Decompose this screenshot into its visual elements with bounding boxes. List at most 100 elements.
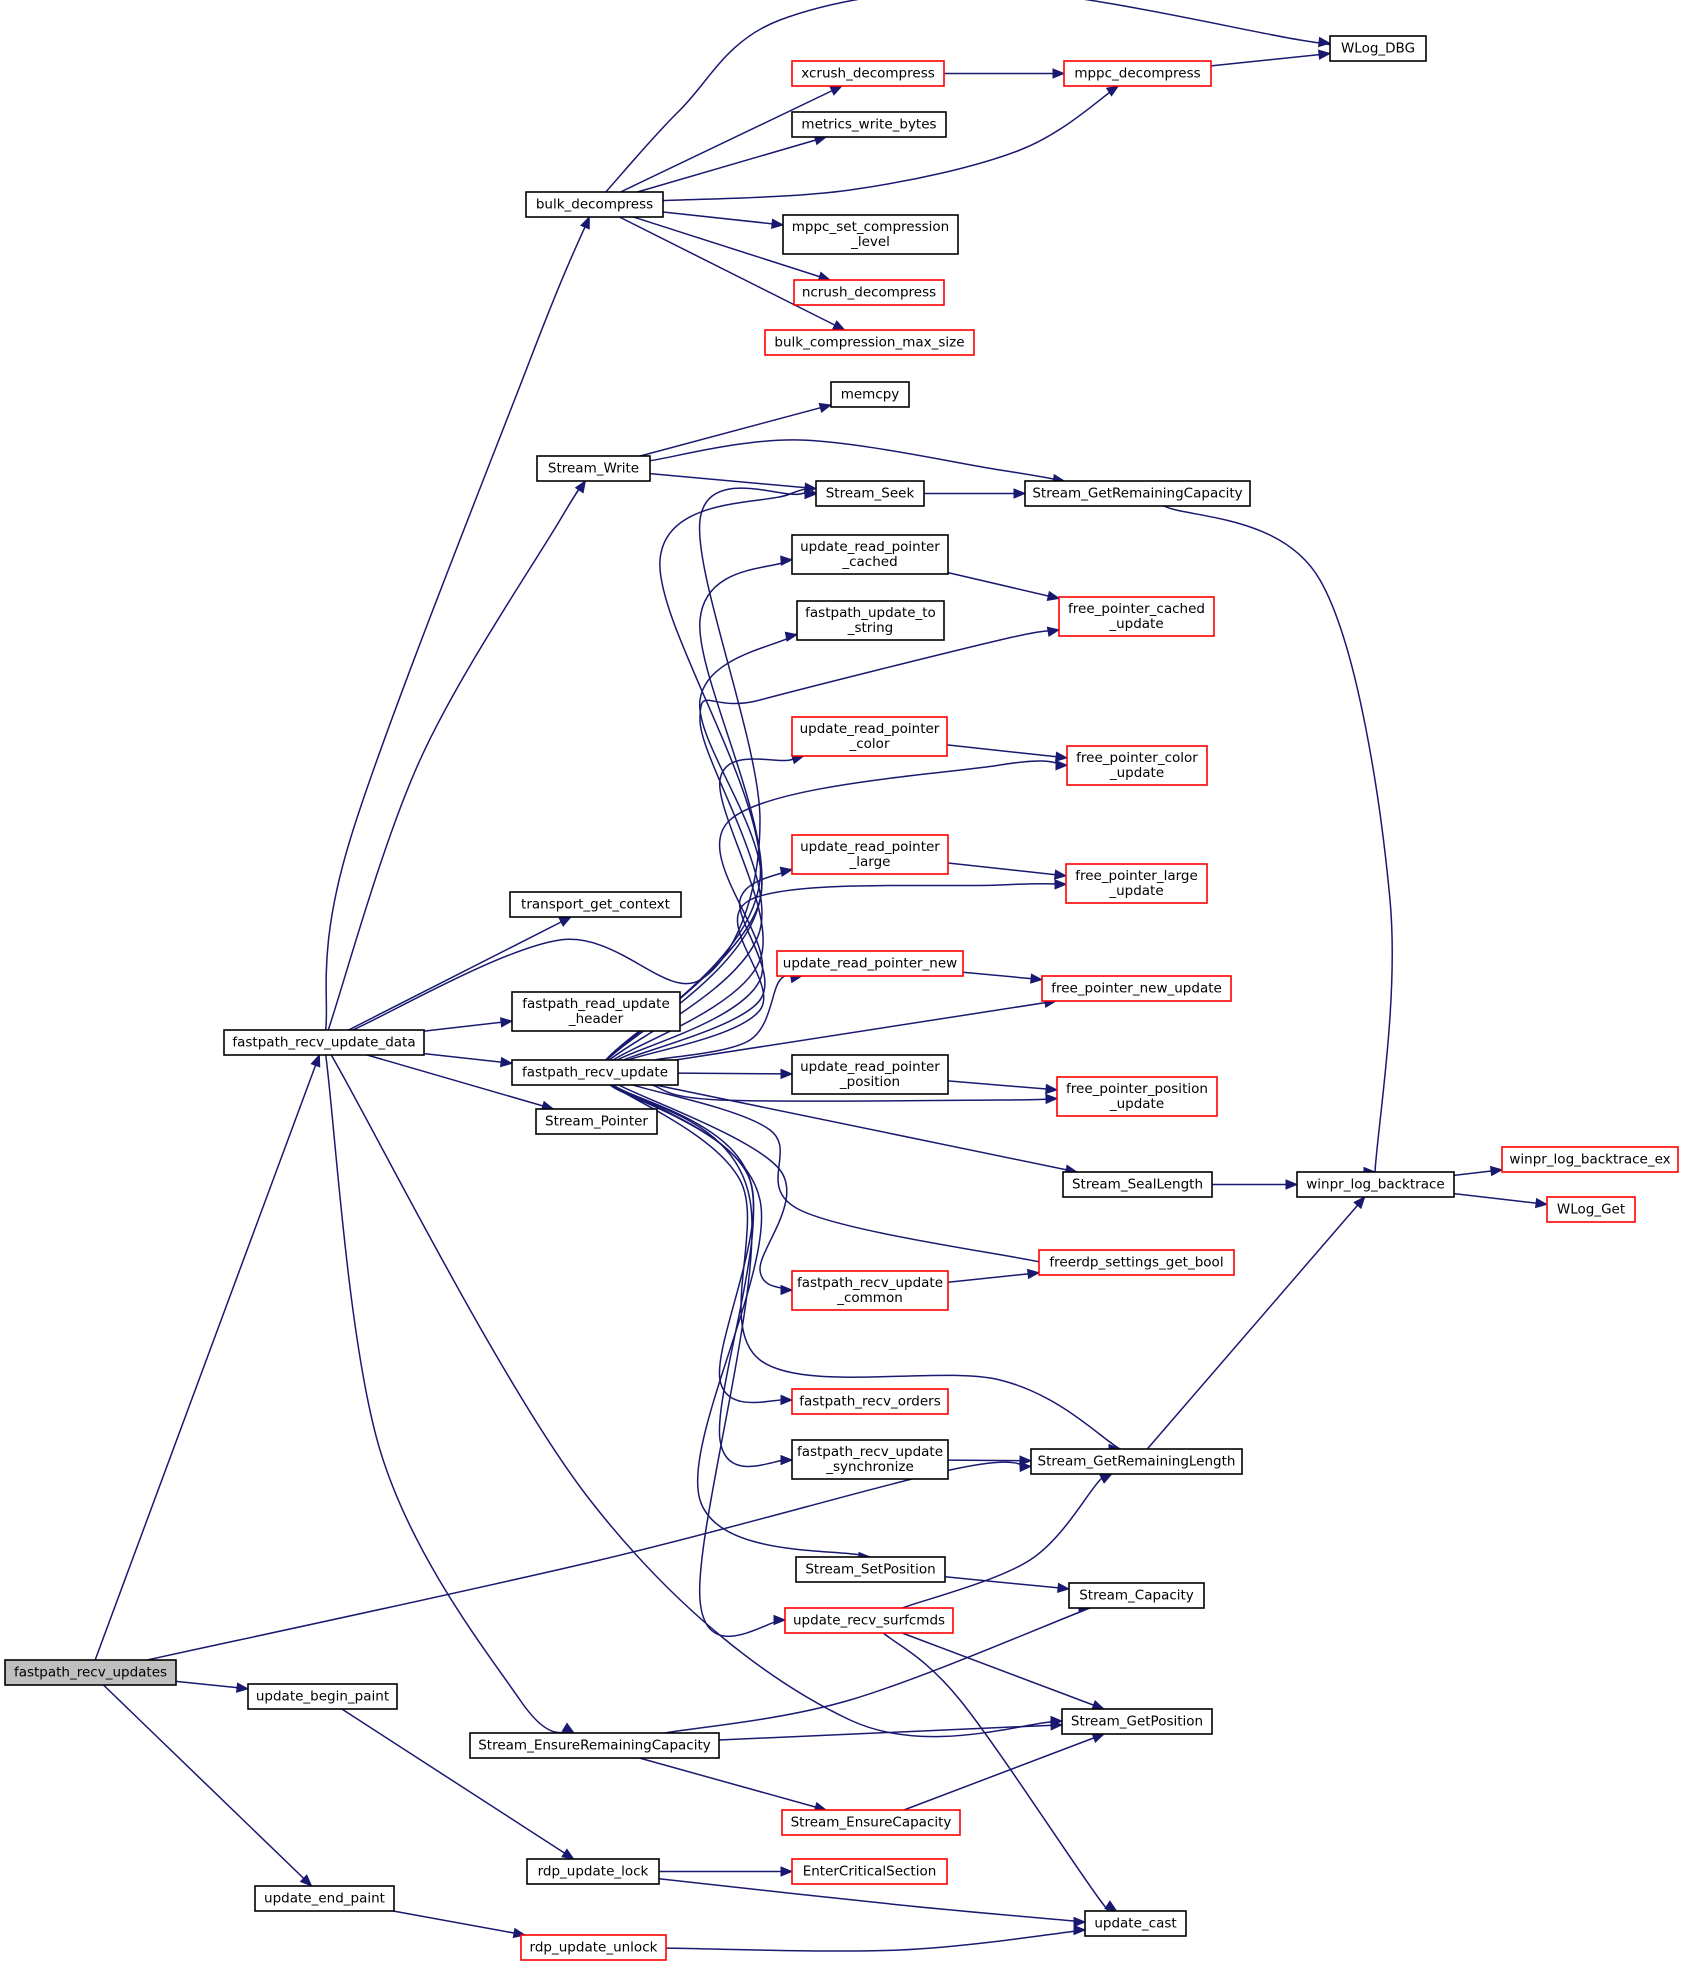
edge-line [947, 862, 1067, 877]
node-label: Stream_EnsureRemainingCapacity [478, 1738, 711, 1754]
node-stream-getremainingcapacity[interactable]: Stream_GetRemainingCapacity [1024, 480, 1251, 507]
edge-sseek-to-sgrc [924, 488, 1027, 499]
node-fastpath-recv-update[interactable]: fastpath_recv_update [511, 1059, 679, 1086]
arrowhead [1050, 1720, 1064, 1731]
node-box [795, 1556, 946, 1583]
node-fastpath-recv-updates[interactable]: fastpath_recv_updates [4, 1659, 177, 1686]
node-winpr-log-backtrace[interactable]: winpr_log_backtrace [1296, 1171, 1455, 1198]
edge-line [608, 629, 1060, 1061]
node-box [791, 1858, 948, 1885]
edge-line [662, 211, 784, 226]
node-stream-write[interactable]: Stream_Write [536, 455, 651, 482]
node-free-pointer-large-update[interactable]: free_pointer_large_update [1065, 863, 1208, 904]
node-label: free_pointer_position [1066, 1081, 1208, 1097]
edge-line [633, 216, 831, 281]
node-update-cast[interactable]: update_cast [1084, 1910, 1187, 1937]
node-rdp-update-unlock[interactable]: rdp_update_unlock [520, 1934, 667, 1961]
node-metrics-write-bytes[interactable]: metrics_write_bytes [791, 111, 947, 138]
arrowhead [1013, 488, 1027, 499]
node-label: mppc_decompress [1074, 66, 1200, 82]
node-label: update_read_pointer [800, 539, 940, 555]
edge-swrite-to-sgrc [649, 439, 1066, 485]
node-stream-capacity[interactable]: Stream_Capacity [1068, 1582, 1205, 1609]
node-label: Stream_SetPosition [805, 1562, 935, 1578]
node-box [776, 950, 964, 977]
node-stream-getposition[interactable]: Stream_GetPosition [1061, 1708, 1213, 1735]
edge-sec-to-sgp [903, 1733, 1106, 1811]
edge-fru-to-urpp [677, 1068, 794, 1080]
arrowhead [1054, 869, 1068, 880]
node-stream-ensureremainingcapacity[interactable]: Stream_EnsureRemainingCapacity [469, 1732, 720, 1759]
arrowhead [829, 85, 844, 96]
edge-serc-to-sec [639, 1757, 828, 1812]
edge-line [662, 85, 1119, 202]
node-rdp-update-lock[interactable]: rdp_update_lock [526, 1858, 660, 1885]
node-xcrush-decompress[interactable]: xcrush_decompress [791, 60, 945, 87]
node-mppc-set-compression-level[interactable]: mppc_set_compression_level [782, 214, 959, 255]
node-stream-seallength[interactable]: Stream_SealLength [1062, 1171, 1213, 1198]
edge-swrite-to-memcpy [640, 402, 833, 457]
edge-root-to-frud [94, 1053, 321, 1661]
node-free-pointer-cached-update[interactable]: free_pointer_cached_update [1058, 596, 1215, 637]
node-mppc-decompress[interactable]: mppc_decompress [1063, 60, 1212, 87]
edge-frud-to-fru [423, 1052, 514, 1068]
node-bulk-compression-max-size[interactable]: bulk_compression_max_size [764, 329, 975, 356]
node-label: rdp_update_unlock [530, 1940, 658, 1956]
edge-line [639, 1757, 827, 1811]
node-update-read-pointer-new[interactable]: update_read_pointer_new [776, 950, 964, 977]
node-fastpath-read-update-header[interactable]: fastpath_read_update_header [511, 991, 681, 1032]
node-stream-getremaininglength[interactable]: Stream_GetRemainingLength [1030, 1448, 1243, 1475]
node-entercriticalsection[interactable]: EnterCriticalSection [791, 1858, 948, 1885]
node-label: update_recv_surfcmds [793, 1613, 945, 1629]
node-free-pointer-color-update[interactable]: free_pointer_color_update [1066, 745, 1208, 786]
edge-frud-to-frh [423, 1017, 514, 1032]
edge-frud-to-bulk [324, 215, 591, 1031]
node-winpr-log-backtrace-ex[interactable]: winpr_log_backtrace_ex [1501, 1146, 1679, 1173]
edge-line [94, 1054, 321, 1661]
arrowhead [1046, 590, 1061, 601]
node-update-recv-surfcmds[interactable]: update_recv_surfcmds [784, 1607, 954, 1634]
edge-ubp-to-rul [341, 1708, 575, 1860]
node-fastpath-recv-update-data[interactable]: fastpath_recv_update_data [223, 1029, 425, 1056]
node-label: EnterCriticalSection [803, 1864, 937, 1880]
node-label: update_end_paint [264, 1891, 385, 1907]
node-update-read-pointer-large[interactable]: update_read_pointer_large [791, 834, 949, 875]
node-label: _update [1109, 1096, 1164, 1112]
node-stream-seek[interactable]: Stream_Seek [815, 480, 925, 507]
node-memcpy[interactable]: memcpy [830, 381, 910, 408]
edge-line [627, 882, 1067, 1061]
node-freerdp-settings-get-bool[interactable]: freerdp_settings_get_bool [1038, 1249, 1235, 1276]
node-transport-get-context[interactable]: transport_get_context [509, 891, 682, 918]
node-label: _string [847, 620, 894, 636]
edge-urs-to-sgp [901, 1632, 1106, 1710]
node-free-pointer-new-update[interactable]: free_pointer_new_update [1041, 975, 1232, 1002]
node-wlog-dbg[interactable]: WLog_DBG [1329, 35, 1427, 62]
node-stream-ensurecapacity[interactable]: Stream_EnsureCapacity [781, 1809, 961, 1836]
node-box [815, 480, 925, 507]
edge-urpn-to-fpnu [962, 971, 1044, 984]
node-update-begin-paint[interactable]: update_begin_paint [247, 1683, 398, 1710]
node-fastpath-recv-update-synchronize[interactable]: fastpath_recv_update_synchronize [791, 1439, 949, 1480]
node-update-read-pointer-color[interactable]: update_read_pointer_color [791, 716, 948, 757]
node-fastpath-update-to-string[interactable]: fastpath_update_to_string [796, 600, 945, 641]
node-box [511, 1059, 679, 1086]
node-box [1062, 1171, 1213, 1198]
node-stream-pointer[interactable]: Stream_Pointer [535, 1108, 658, 1135]
edge-fru-to-fsgb [632, 1084, 1059, 1268]
node-box [791, 834, 949, 875]
node-box [1546, 1196, 1636, 1223]
node-box [782, 214, 959, 255]
node-fastpath-recv-update-common[interactable]: fastpath_recv_update_common [791, 1270, 949, 1311]
edge-xcrush-to-mppc [944, 68, 1066, 79]
node-wlog-get[interactable]: WLog_Get [1546, 1196, 1636, 1223]
node-stream-setposition[interactable]: Stream_SetPosition [795, 1556, 946, 1583]
node-free-pointer-position-update[interactable]: free_pointer_position_update [1056, 1076, 1218, 1117]
node-ncrush-decompress[interactable]: ncrush_decompress [793, 279, 945, 306]
node-update-end-paint[interactable]: update_end_paint [254, 1885, 395, 1912]
edge-frud-to-swrite [327, 479, 587, 1031]
node-box [511, 991, 681, 1032]
node-bulk-decompress[interactable]: bulk_decompress [525, 191, 664, 218]
node-update-read-pointer-position[interactable]: update_read_pointer_position [791, 1054, 949, 1095]
node-update-read-pointer-cached[interactable]: update_read_pointer_cached [791, 534, 949, 575]
node-fastpath-recv-orders[interactable]: fastpath_recv_orders [791, 1388, 949, 1415]
